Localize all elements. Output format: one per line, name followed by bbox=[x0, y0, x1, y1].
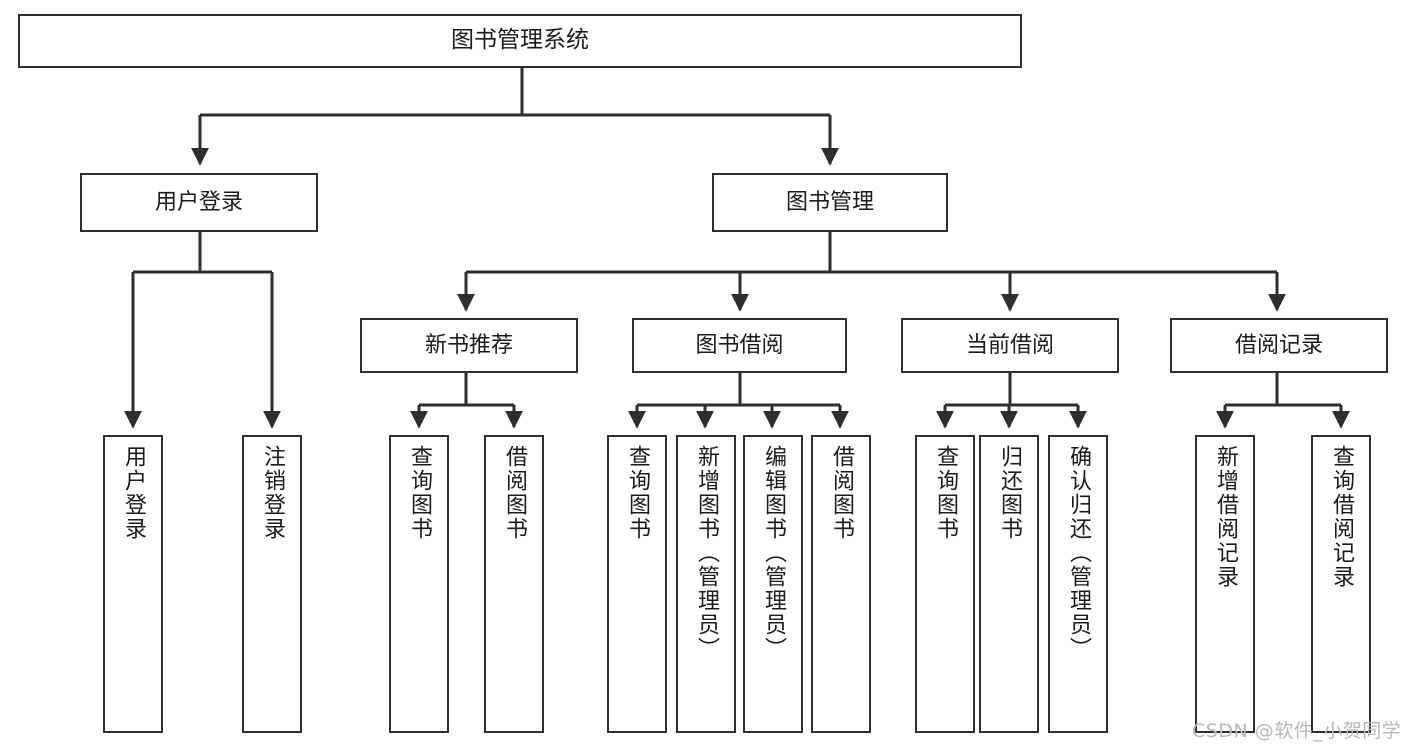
node-leaf-query-book-1[interactable]: 查询图书 bbox=[389, 435, 449, 733]
node-user-login-label: 用户登录 bbox=[154, 189, 243, 215]
node-leaf-user-login[interactable]: 用户登录 bbox=[103, 435, 163, 733]
node-borrow-record-label: 借阅记录 bbox=[1234, 332, 1323, 358]
node-leaf-query-book-2[interactable]: 查询图书 bbox=[607, 435, 667, 733]
node-book-borrow-label: 图书借阅 bbox=[695, 332, 784, 358]
node-leaf-logout-login[interactable]: 注销登录 bbox=[242, 435, 302, 733]
node-leaf-logout-login-label: 注销登录 bbox=[259, 445, 285, 541]
node-leaf-add-book-admin-label: 新增图书（管理员） bbox=[693, 445, 719, 661]
node-leaf-confirm-return-admin[interactable]: 确认归还（管理员） bbox=[1048, 435, 1108, 733]
node-book-borrow[interactable]: 图书借阅 bbox=[632, 318, 847, 373]
node-leaf-borrow-book-1[interactable]: 借阅图书 bbox=[484, 435, 544, 733]
node-root[interactable]: 图书管理系统 bbox=[18, 14, 1022, 68]
node-leaf-add-borrow-record[interactable]: 新增借阅记录 bbox=[1195, 435, 1255, 733]
node-user-login[interactable]: 用户登录 bbox=[80, 173, 318, 232]
node-current-borrow[interactable]: 当前借阅 bbox=[901, 318, 1119, 373]
node-new-book-recommend[interactable]: 新书推荐 bbox=[360, 318, 578, 373]
node-leaf-borrow-book-2[interactable]: 借阅图书 bbox=[811, 435, 871, 733]
node-leaf-edit-book-admin[interactable]: 编辑图书（管理员） bbox=[743, 435, 803, 733]
node-leaf-query-book-2-label: 查询图书 bbox=[624, 445, 650, 541]
node-new-book-recommend-label: 新书推荐 bbox=[424, 332, 513, 358]
node-leaf-query-borrow-record-label: 查询借阅记录 bbox=[1328, 445, 1354, 589]
node-leaf-query-book-3[interactable]: 查询图书 bbox=[915, 435, 975, 733]
node-leaf-user-login-label: 用户登录 bbox=[120, 445, 146, 541]
node-leaf-borrow-book-2-label: 借阅图书 bbox=[828, 445, 854, 541]
node-leaf-query-book-3-label: 查询图书 bbox=[932, 445, 958, 541]
node-root-label: 图书管理系统 bbox=[451, 27, 589, 54]
node-leaf-add-borrow-record-label: 新增借阅记录 bbox=[1212, 445, 1238, 589]
node-leaf-edit-book-admin-label: 编辑图书（管理员） bbox=[760, 445, 786, 661]
node-leaf-return-book[interactable]: 归还图书 bbox=[979, 435, 1039, 733]
node-leaf-query-borrow-record[interactable]: 查询借阅记录 bbox=[1311, 435, 1371, 733]
node-book-management-label: 图书管理 bbox=[785, 189, 874, 215]
node-borrow-record[interactable]: 借阅记录 bbox=[1170, 318, 1388, 373]
node-leaf-borrow-book-1-label: 借阅图书 bbox=[501, 445, 527, 541]
node-leaf-return-book-label: 归还图书 bbox=[996, 445, 1022, 541]
node-current-borrow-label: 当前借阅 bbox=[965, 332, 1054, 358]
node-leaf-confirm-return-admin-label: 确认归还（管理员） bbox=[1065, 445, 1091, 661]
node-leaf-add-book-admin[interactable]: 新增图书（管理员） bbox=[676, 435, 736, 733]
node-book-management[interactable]: 图书管理 bbox=[712, 173, 948, 232]
node-leaf-query-book-1-label: 查询图书 bbox=[406, 445, 432, 541]
